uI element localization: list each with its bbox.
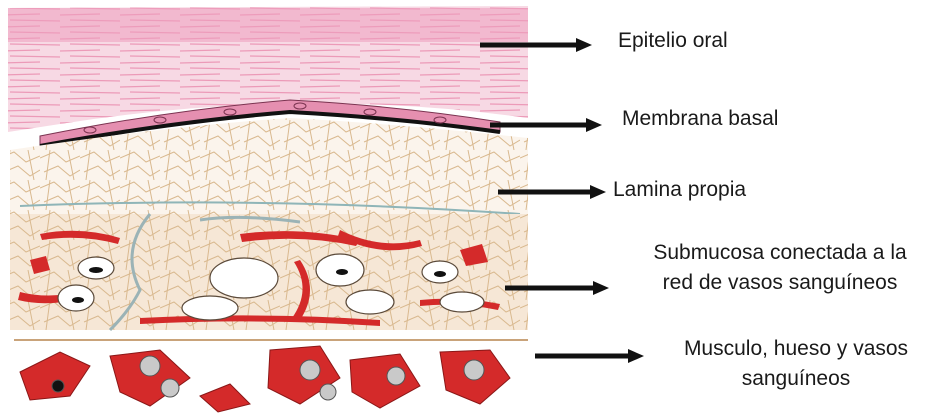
arrowhead-musculo (628, 349, 644, 363)
label-epitelio-oral: Epitelio oral (618, 26, 728, 56)
label-musculo: Musculo, hueso y vasos sanguíneos (652, 334, 940, 395)
arrowhead-epitelio (576, 38, 592, 52)
label-submucosa-line1: Submucosa conectada a la (620, 238, 940, 268)
label-membrana-basal: Membrana basal (622, 104, 778, 134)
label-submucosa: Submucosa conectada a la red de vasos sa… (620, 238, 940, 299)
label-lamina-propia: Lamina propia (613, 175, 746, 205)
label-submucosa-line2: red de vasos sanguíneos (620, 268, 940, 298)
label-musculo-line2: sanguíneos (652, 364, 940, 394)
arrowhead-membrana (586, 118, 602, 132)
arrowhead-lamina (590, 185, 606, 199)
label-musculo-line1: Musculo, hueso y vasos (652, 334, 940, 364)
arrowhead-submucosa (593, 281, 609, 295)
